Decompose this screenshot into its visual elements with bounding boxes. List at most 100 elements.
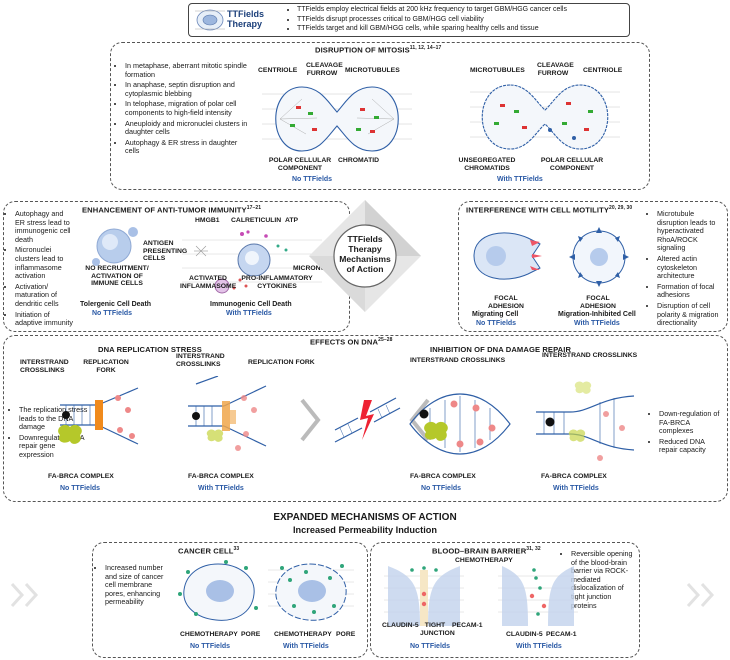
bullet: Autophagy and ER stress lead to immunoge… — [15, 209, 74, 244]
label-claudin-2: Claudin-5 — [506, 631, 543, 638]
cancer-cell-with-ttfields — [268, 563, 354, 621]
caption-tolergenic: Tolergenic Cell Death — [80, 301, 152, 308]
caption-with-ttfields: With TTFields — [553, 485, 599, 492]
label-interstrand: Interstrand crosslinks — [20, 359, 69, 374]
cancer-cell-no-ttfields — [178, 560, 258, 621]
label-fabrca-2: FA-BRCA complex — [188, 473, 254, 480]
label-atp: ATP — [285, 217, 299, 224]
label-claudin: Claudin-5 — [382, 622, 419, 629]
bullet: Aneuploidy and micronuclei clusters in d… — [125, 119, 248, 137]
label-fabrca: FA-BRCA complex — [48, 473, 114, 480]
dna-repair-with-ttfields — [536, 381, 635, 461]
caption-with-ttfields: With TTFields — [574, 320, 620, 327]
label-chemotherapy: Chemotherapy — [180, 631, 238, 638]
caption-no-ttfields: No TTFields — [421, 485, 462, 492]
header-point: TTFields employ electrical fields at 200… — [297, 5, 567, 15]
dna-replication-with-ttfields — [188, 376, 267, 451]
caption-with-ttfields: With TTFields — [283, 643, 329, 650]
cancer-cell-title: Cancer cell33 — [178, 546, 240, 556]
repair-inhibition-title: Inhibition of DNA damage repair — [430, 345, 572, 354]
label-microtubules-2: Microtubules — [470, 67, 525, 74]
label-tight-junction: Tight junction — [420, 622, 455, 637]
immunity-bullets: Autophagy and ER stress lead to immunoge… — [6, 209, 74, 330]
bullet: Microtubule disruption leads to hyperact… — [657, 209, 726, 253]
label-polar-component-2: Polar cellular component — [540, 157, 604, 172]
dna-title: Effects on DNA25–28 — [310, 337, 393, 347]
label-cleavage-furrow-2: Cleavage furrow — [537, 62, 574, 77]
bullet: Activation/ maturation of dendritic cell… — [15, 282, 74, 309]
bullet: Autophagy & ER stress in daughter cells — [125, 138, 248, 156]
bullet: Initiation of adaptive immunity — [15, 310, 74, 328]
label-fabrca-3: FA-BRCA complex — [410, 473, 476, 480]
header-title: TTFields Therapy — [227, 9, 265, 29]
bbb-with-ttfields — [498, 566, 578, 626]
chevron-left-icon — [10, 582, 39, 608]
bullet: In anaphase, septin disruption and cytop… — [125, 80, 248, 98]
header-points: TTFields employ electrical fields at 200… — [289, 5, 567, 34]
label-interstrand-3: Interstrand crosslinks — [410, 357, 506, 364]
label-apc: Antigen presenting cells — [143, 240, 188, 263]
label-chemotherapy-2: Chemotherapy — [274, 631, 332, 638]
immunity-title: Enhancement of anti-tumor immunity17–21 — [82, 205, 262, 215]
migrating-cell — [473, 232, 542, 280]
expanded-subtitle: Increased Permeability Induction — [293, 525, 437, 535]
immunity-panel — [3, 201, 350, 332]
label-cytokines: Pro-inflammatory cytokines — [241, 275, 313, 290]
bullet: Downregulated DNA repair gene expression — [19, 433, 88, 460]
mitosis-bullets: In metaphase, aberrant mitotic spindle f… — [116, 61, 248, 158]
label-replication-fork-2: Replication fork — [248, 359, 315, 366]
caption-no-ttfields: No TTFields — [410, 643, 451, 650]
label-microtubules: Microtubules — [345, 67, 400, 74]
center-title: TTFields Therapy Mechanisms of Action — [339, 234, 391, 274]
bullet: In telophase, migration of polar cell co… — [125, 100, 248, 117]
label-interstrand-4: Interstrand crosslinks — [542, 352, 638, 359]
dividing-cell-with-ttfields — [470, 84, 620, 150]
expanded-title: Expanded mechanisms of action — [273, 512, 457, 523]
label-calreticulin: Calreticulin — [231, 217, 282, 224]
caption-with-ttfields: With TTFields — [198, 485, 244, 492]
label-hmgb1: HMGB1 — [195, 217, 220, 224]
dna-replication-no-ttfields — [58, 387, 139, 445]
caption-migration-inhibited: Migration-Inhibited Cell — [558, 311, 636, 318]
label-chromatid: Chromatid — [338, 157, 380, 164]
label-pore-2: Pore — [336, 631, 356, 638]
label-unsegregated: Unsegregated chromatids — [458, 157, 516, 172]
motility-bullets: Microtubule disruption leads to hyperact… — [648, 209, 726, 330]
label-no-recruitment: No recruitment/ activation of immune cel… — [85, 265, 149, 288]
replication-stress-title: DNA replication stress — [98, 345, 202, 354]
caption-with-ttfields: With TTFields — [516, 643, 562, 650]
mitosis-title: Disruption of mitosis11, 12, 14–17 — [315, 45, 442, 55]
caption-immunogenic: Immunogenic Cell Death — [210, 301, 292, 308]
dna-repair-no-ttfields — [409, 393, 511, 455]
migration-inhibited-cell — [569, 227, 629, 287]
dividing-cell-no-ttfields — [262, 86, 412, 152]
caption-with-ttfields: With TTFields — [497, 176, 543, 183]
bullet: Increased number and size of cancer cell… — [105, 563, 172, 607]
label-interstrand-2: Interstrand crosslinks — [176, 353, 225, 368]
dna-right-bullets: Down-regulation of FA-BRCA complexes Red… — [650, 409, 724, 457]
cancer-bullets: Increased number and size of cancer cell… — [96, 563, 172, 609]
label-inflammasome: Activated inflammasome — [180, 275, 237, 290]
label-replication-fork: Replication fork — [83, 359, 129, 374]
caption-no-ttfields: No TTFields — [92, 310, 133, 317]
label-fabrca-4: FA-BRCA complex — [541, 473, 607, 480]
caption-no-ttfields: No TTFields — [292, 176, 333, 183]
caption-no-ttfields: No TTFields — [60, 485, 101, 492]
header-point: TTFields disrupt processes critical to G… — [297, 15, 567, 25]
chevron-right-icon — [686, 582, 715, 608]
header-box: TTFields Therapy TTFields employ electri… — [188, 3, 630, 37]
broken-dna — [300, 397, 430, 443]
bullet: Altered actin cytoskeleton architecture — [657, 254, 726, 281]
caption-with-ttfields: With TTFields — [226, 310, 272, 317]
label-centriole: Centriole — [258, 67, 298, 74]
caption-no-ttfields: No TTFields — [476, 320, 517, 327]
motility-title: Interference with cell motility20, 29, 3… — [466, 205, 633, 215]
header-point: TTFields target and kill GBM/HGG cells, … — [297, 24, 567, 34]
label-chemotherapy-bbb: Chemotherapy — [455, 557, 513, 564]
bbb-no-ttfields — [384, 566, 464, 626]
caption-migrating: Migrating Cell — [472, 311, 519, 318]
bbb-bullets: Reversible opening of the blood-brain ba… — [562, 549, 636, 612]
bullet: Formation of focal adhesions — [657, 282, 726, 300]
immunogenic-scene — [182, 230, 322, 294]
bullet: Micronuclei clusters lead to inflammasom… — [15, 246, 74, 280]
